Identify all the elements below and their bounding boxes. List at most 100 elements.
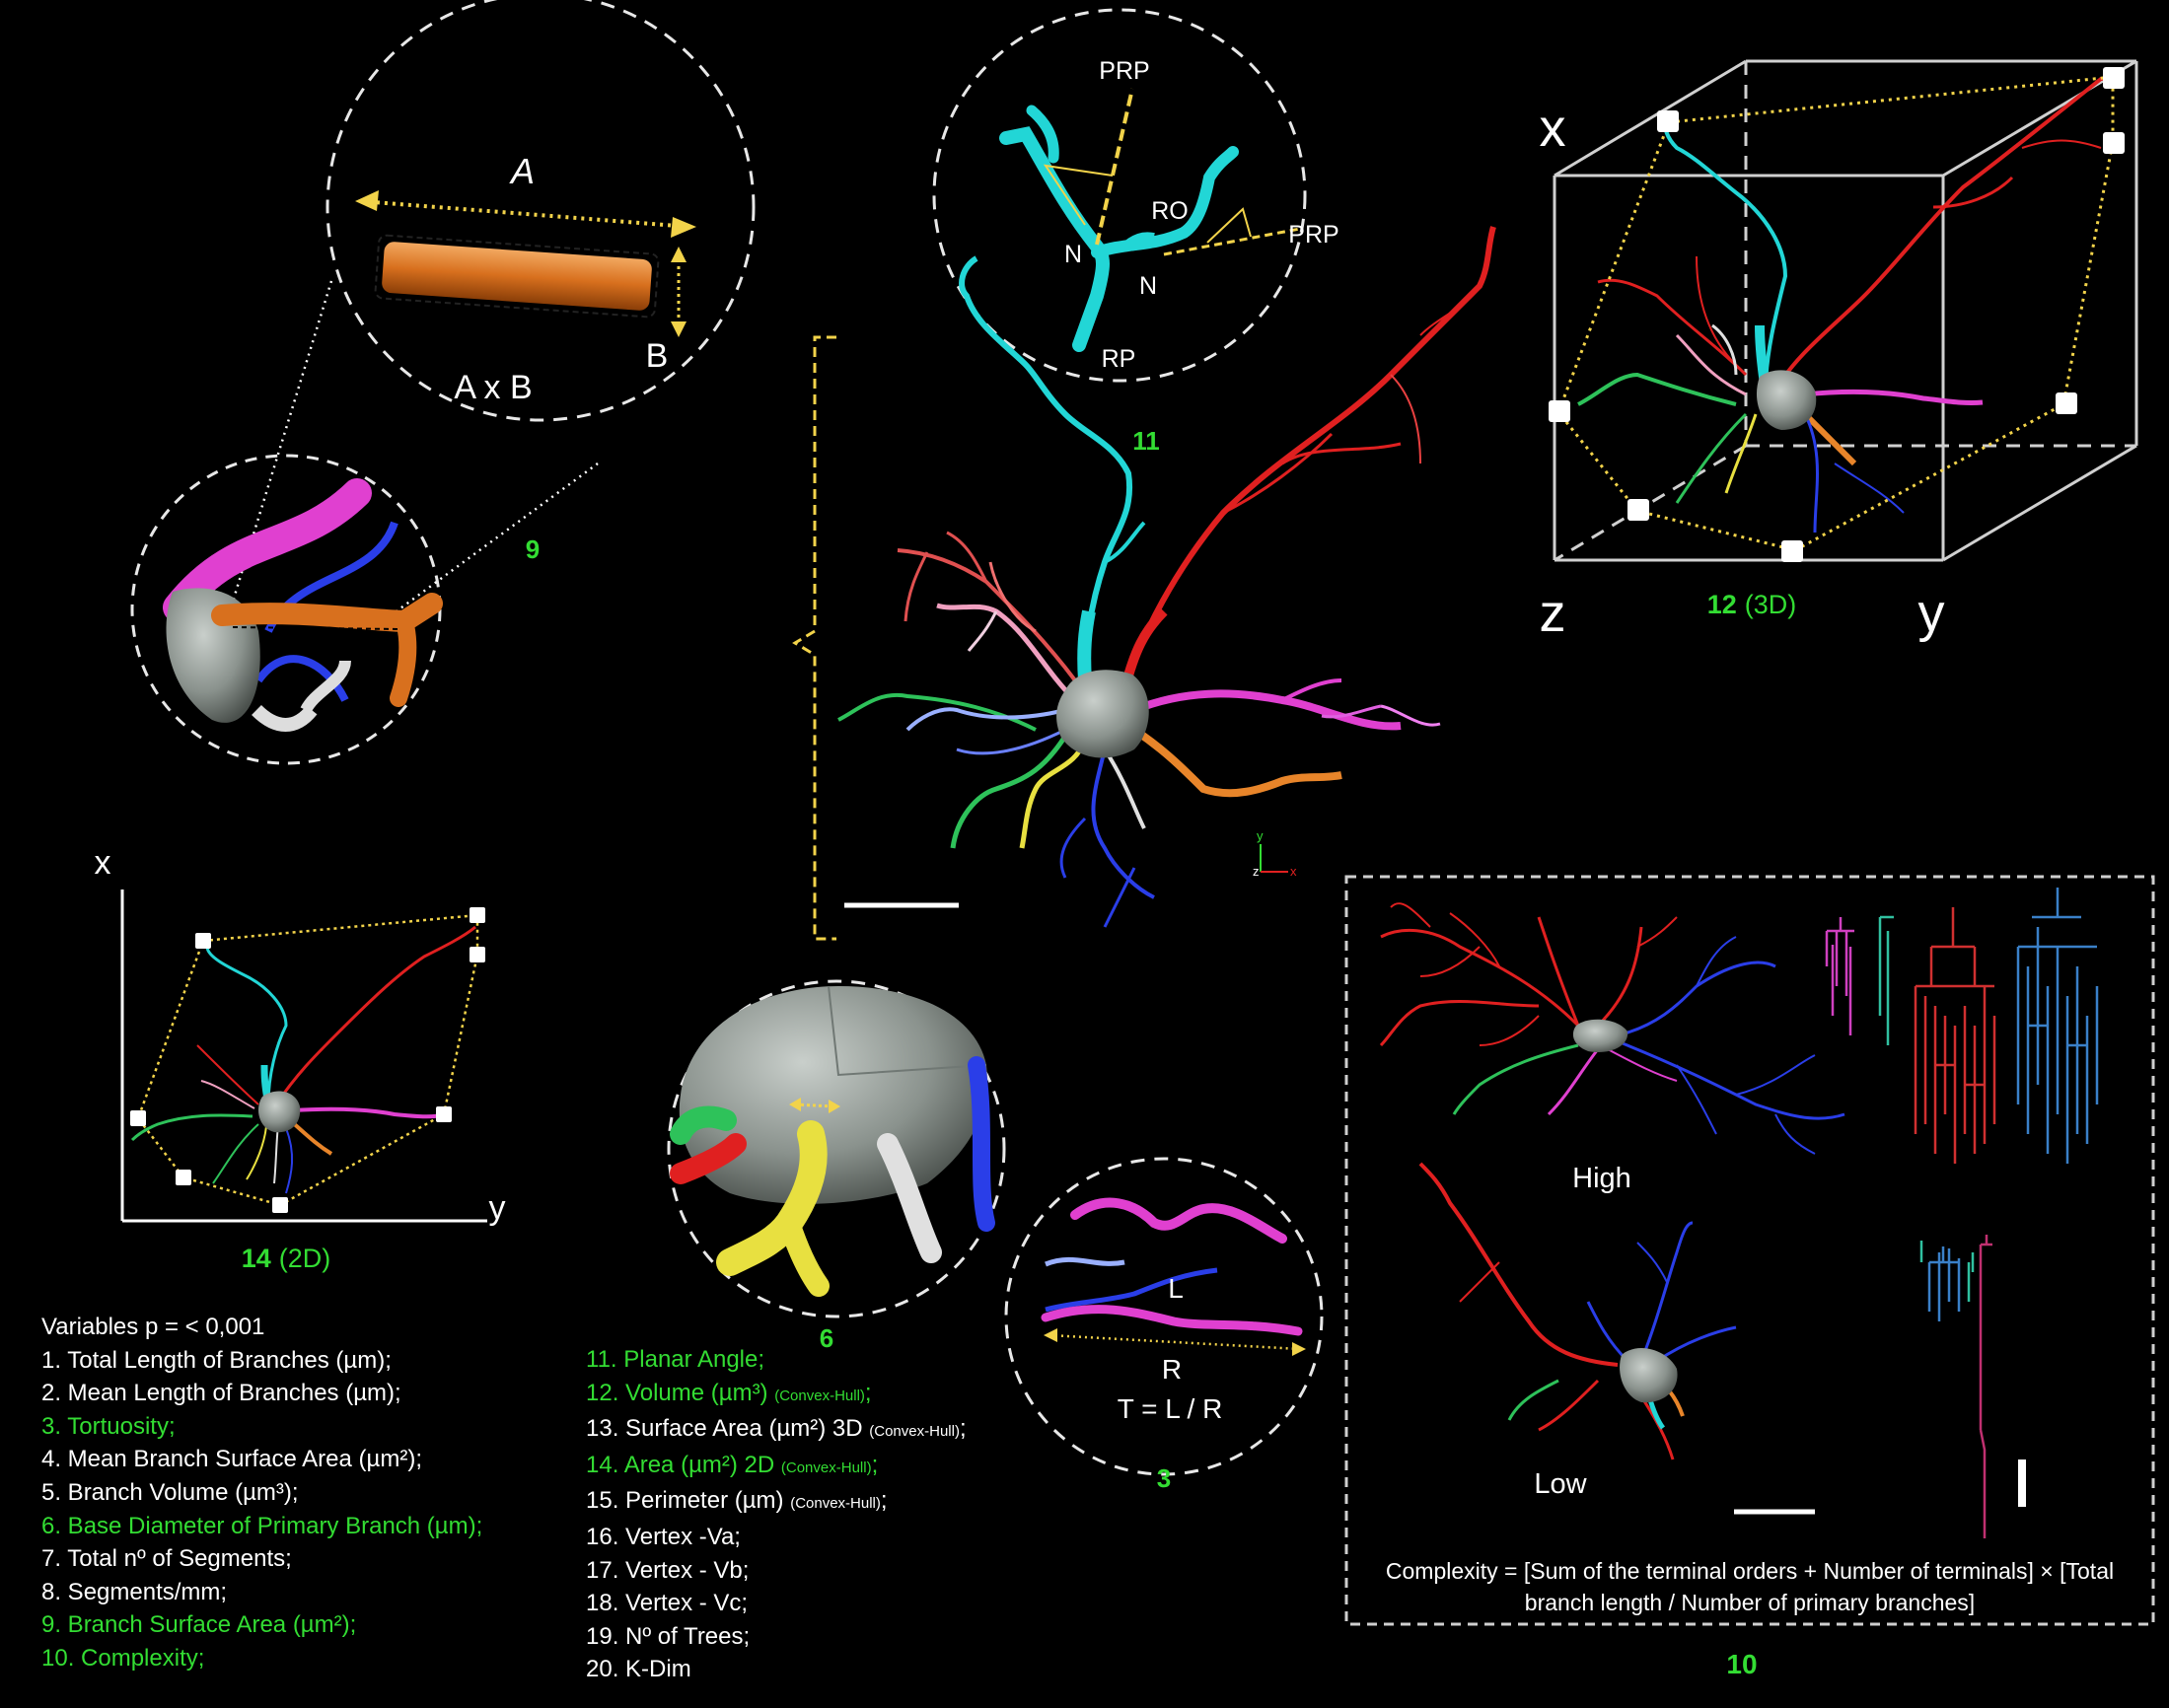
panel-10-formula: Complexity = [Sum of the terminal orders…	[1385, 1558, 2115, 1615]
panel-9-segment-outline	[374, 234, 660, 319]
variables-list-left: Variables p = < 0,001 1. Total Length of…	[41, 1311, 482, 1675]
panel-10-high-label: High	[1572, 1163, 1631, 1194]
variables-left-items: 1. Total Length of Branches (µm); 2. Mean…	[41, 1344, 482, 1675]
panel-11-prp-line-top	[1095, 88, 1134, 246]
panel-9-connector-left	[231, 280, 333, 603]
panel-11-n-right: N	[1139, 272, 1157, 300]
svg-text:y: y	[1257, 828, 1264, 843]
variable-item-note: (Convex-Hull)	[790, 1495, 881, 1513]
panel-14-caption: 14(2D)	[242, 1244, 331, 1273]
panel-11-branch-sub	[1121, 232, 1155, 249]
panel-14: x y 14(2D)	[95, 844, 506, 1273]
variable-item-text: 14. Area (µm²) 2D	[586, 1451, 781, 1478]
variable-item-tail: ;	[880, 1487, 888, 1515]
variable-item: 7. Total nº of Segments;	[41, 1545, 292, 1573]
variable-item: 16. Vertex -Va;	[586, 1521, 967, 1554]
panel-12-hull	[1556, 75, 2115, 552]
variables-heading: Variables p = < 0,001	[41, 1314, 265, 1340]
axes-gizmo: y z x	[1253, 828, 1297, 879]
variable-item: 18. Vertex - Vc;	[586, 1587, 967, 1620]
variable-item-text: 15. Perimeter (µm)	[586, 1487, 791, 1515]
panel-11-circle	[932, 8, 1307, 383]
panel-6: 6	[667, 979, 1006, 1353]
panel-6-soma	[679, 986, 987, 1204]
panel-14-vertices	[130, 907, 485, 1213]
panel-9-arrowhead-left	[355, 190, 379, 211]
panel-11: PRP PRP RO N N RP 11	[932, 8, 1339, 456]
panel-12-axis-z: z	[1540, 584, 1566, 643]
variable-item: 13. Surface Area (µm²) 3D (Convex-Hull);	[586, 1412, 967, 1449]
panel-14-neuron	[130, 925, 476, 1194]
variable-item-tail: ;	[871, 1451, 879, 1478]
svg-text:z: z	[1253, 864, 1260, 879]
variable-item: 4. Mean Branch Surface Area (µm²);	[41, 1446, 422, 1473]
panel-11-number: 11	[1132, 426, 1160, 456]
panel-10-high-dendrogram	[1825, 888, 2099, 1164]
panel-9-length-arrow	[360, 199, 691, 229]
variable-item: 9. Branch Surface Area (µm²);	[41, 1611, 357, 1639]
panel-11-prp-right: PRP	[1288, 221, 1338, 249]
panel-11-rp: RP	[1102, 345, 1136, 373]
panel-6-number: 6	[820, 1323, 833, 1353]
panel-12-axis-x: x	[1540, 99, 1566, 158]
panel-11-branch-left	[1026, 105, 1059, 164]
variable-item-text: 11. Planar Angle;	[586, 1346, 765, 1373]
panel-3-r-label: R	[1162, 1354, 1182, 1385]
panel-14-axis-y: y	[489, 1189, 506, 1227]
panel-10-box	[1344, 875, 2155, 1626]
panel-11-prp-line-right	[1163, 227, 1301, 256]
panel-12-caption: 12(3D)	[1707, 590, 1797, 619]
variable-item: 1. Total Length of Branches (µm);	[41, 1346, 392, 1374]
variable-item: 14. Area (µm²) 2D (Convex-Hull);	[586, 1449, 967, 1485]
panel-12: x z y 12(3D)	[1540, 59, 2138, 643]
variable-item: 3. Tortuosity;	[41, 1412, 176, 1440]
panel-11-prp-top: PRP	[1099, 57, 1149, 85]
variable-item-tail: ;	[864, 1379, 872, 1406]
variable-item-text: 12. Volume (µm³)	[586, 1379, 775, 1406]
panel-10-low-neuron	[1418, 1162, 1737, 1460]
variable-item: 8. Segments/mm;	[41, 1578, 228, 1605]
panel-3-r-arrow	[1048, 1333, 1301, 1351]
panel-9-detail-neuron	[163, 478, 443, 732]
variable-item-note: (Convex-Hull)	[869, 1423, 960, 1441]
variable-item: 19. Nº of Trees;	[586, 1620, 967, 1654]
variable-item-text: 17. Vertex - Vb;	[586, 1556, 750, 1584]
panel-10-low-dendrogram	[1919, 1235, 1992, 1538]
variable-item: 5. Branch Volume (µm³);	[41, 1478, 299, 1506]
panel-10: High Low 10	[1344, 875, 2155, 1679]
panel-11-branch	[999, 126, 1110, 352]
panel-3-circle	[1004, 1157, 1324, 1476]
panel-9-connector-right	[389, 462, 599, 618]
variable-item-text: 16. Vertex -Va;	[586, 1523, 741, 1550]
variable-item: 17. Vertex - Vb;	[586, 1554, 967, 1588]
variable-item-text: 13. Surface Area (µm²) 3D	[586, 1415, 870, 1443]
panel-14-hull	[136, 913, 479, 1207]
panel-3-formula: T = L / R	[1118, 1393, 1223, 1424]
panel-12-axis-y: y	[1918, 584, 1945, 643]
variable-item: 2. Mean Length of Branches (µm);	[41, 1380, 401, 1407]
panel-9-height-label: B	[646, 337, 669, 375]
panel-9: A B A x B 9	[130, 0, 756, 765]
variable-item: 20. K-Dim	[586, 1653, 967, 1686]
central-bracket	[792, 335, 836, 941]
panel-3-l-label: L	[1168, 1273, 1184, 1304]
panel-9-length-label: A	[509, 151, 535, 191]
panel-6-diameter-arrow	[794, 1103, 835, 1108]
svg-text:x: x	[1290, 864, 1297, 879]
panel-9-height-arrowhead-top	[671, 247, 687, 262]
variable-item: 6. Base Diameter of Primary Branch (µm);	[41, 1512, 483, 1539]
panel-3-number: 3	[1157, 1463, 1171, 1493]
central-neuron	[792, 226, 1496, 941]
panel-3: L R T = L / R 3	[1004, 1157, 1324, 1493]
panel-11-branch-right	[1091, 146, 1239, 258]
central-soma	[1056, 670, 1149, 758]
panel-9-branch-segment	[382, 242, 652, 311]
panel-11-ro: RO	[1151, 197, 1189, 225]
panel-10-high-neuron	[1379, 902, 1845, 1155]
panel-12-neuron	[1577, 75, 2114, 534]
panel-10-low-label: Low	[1534, 1468, 1587, 1500]
variable-item-text: 19. Nº of Trees;	[586, 1622, 751, 1650]
panel-9-arrowhead-right	[671, 217, 696, 238]
